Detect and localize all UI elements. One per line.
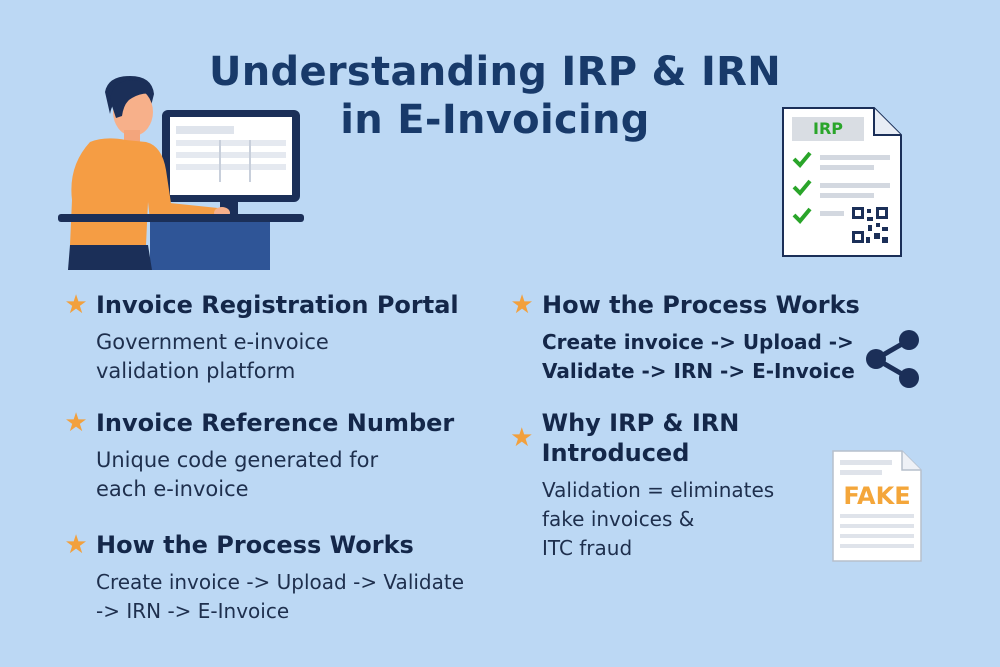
fake-document-icon: [832, 450, 922, 562]
item-heading-row: ★ Why IRP & IRN Introduced: [510, 408, 890, 468]
item-description: Validation = eliminates fake invoices & …: [542, 476, 890, 563]
item-heading-row: ★ How the Process Works: [510, 290, 870, 320]
fake-document: FAKE: [832, 450, 922, 562]
item-description: Unique code generated for each e-invoice: [96, 446, 484, 504]
item-heading: How the Process Works: [542, 291, 860, 319]
document-checklist-qr-icon: [782, 107, 902, 257]
item-description: Government e-invoice validation platform: [96, 328, 484, 386]
item-heading-row: ★ Invoice Reference Number: [64, 408, 484, 438]
right-item-process: ★ How the Process Works Create invoice -…: [510, 290, 870, 386]
title-line-2: in E-Invoicing: [340, 97, 650, 143]
item-line: validation platform: [96, 359, 296, 383]
title-line-1: Understanding IRP & IRN: [208, 49, 782, 95]
item-line: Validate -> IRN -> E-Invoice: [542, 359, 855, 383]
item-heading: How the Process Works: [96, 531, 414, 559]
item-line: Unique code generated for: [96, 448, 379, 472]
page-title: Understanding IRP & IRN in E-Invoicing: [170, 48, 820, 144]
item-description: Create invoice -> Upload -> Validate -> …: [96, 568, 504, 626]
left-item-irp: ★ Invoice Registration Portal Government…: [64, 290, 484, 386]
star-icon: ★: [510, 290, 534, 320]
item-line: fake invoices &: [542, 507, 695, 531]
star-icon: ★: [64, 290, 88, 320]
item-line: each e-invoice: [96, 477, 249, 501]
irp-doc-label: IRP: [813, 119, 843, 138]
item-line: Create invoice -> Upload -> Validate: [96, 570, 465, 594]
item-description: Create invoice -> Upload -> Validate -> …: [542, 328, 870, 386]
item-heading: Why IRP & IRN Introduced: [541, 409, 740, 467]
item-line: Government e-invoice: [96, 330, 329, 354]
person-at-computer-illustration: [58, 76, 304, 270]
item-heading: Invoice Registration Portal: [96, 291, 459, 319]
star-icon: ★: [64, 408, 88, 438]
left-item-process: ★ How the Process Works Create invoice -…: [64, 530, 504, 626]
item-heading: Invoice Reference Number: [96, 409, 455, 437]
item-line: Validation = eliminates: [542, 478, 775, 502]
left-item-irn: ★ Invoice Reference Number Unique code g…: [64, 408, 484, 504]
item-heading-row: ★ How the Process Works: [64, 530, 504, 560]
item-line: -> IRN -> E-Invoice: [96, 599, 290, 623]
right-item-why: ★ Why IRP & IRN Introduced Validation = …: [510, 408, 890, 563]
fake-doc-label: FAKE: [843, 482, 911, 510]
qr-code-icon: [852, 207, 888, 243]
item-heading-row: ★ Invoice Registration Portal: [64, 290, 484, 320]
share-icon: [866, 330, 919, 388]
star-icon: ★: [510, 423, 534, 453]
irp-document: IRP: [782, 107, 902, 257]
item-line: Create invoice -> Upload ->: [542, 330, 854, 354]
item-line: ITC fraud: [542, 536, 633, 560]
star-icon: ★: [64, 530, 88, 560]
